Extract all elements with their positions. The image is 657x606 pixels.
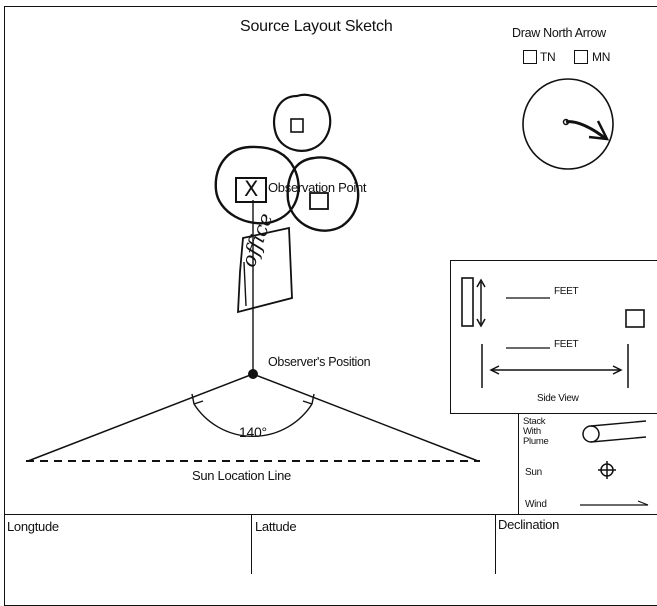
left-view-line — [27, 373, 254, 462]
source-layout-sheet: Source Layout Sketch Draw North Arrow TN… — [4, 6, 657, 606]
latitude-label: Lattude — [255, 519, 297, 534]
angle-arc — [191, 393, 315, 437]
mn-label: MN — [592, 50, 611, 64]
handwritten-x-marker: X — [244, 177, 259, 201]
feet-label-1: FEET — [554, 286, 579, 297]
observer-position-label: Observer's Position — [268, 355, 371, 369]
side-view-drawing — [461, 277, 645, 388]
building-rect — [625, 309, 645, 328]
page-title: Source Layout Sketch — [240, 18, 393, 35]
field-divider-1 — [251, 514, 252, 574]
tree-sketch-left — [214, 145, 300, 225]
declination-label: Declination — [498, 517, 560, 532]
tn-label: TN — [540, 50, 556, 64]
field-divider-2 — [495, 514, 496, 574]
stack-plume-icon — [582, 420, 647, 443]
observation-marker-box — [235, 177, 267, 203]
legend-panel — [518, 413, 657, 515]
tn-checkbox[interactable] — [523, 50, 537, 64]
longitude-field[interactable] — [8, 536, 248, 566]
latitude-field[interactable] — [256, 536, 491, 566]
north-arrow-compass — [522, 78, 614, 170]
observation-point-label: Observation Point — [268, 180, 367, 195]
legend-symbols — [580, 420, 649, 506]
wind-arrow-icon — [580, 500, 649, 506]
feet-label-2: FEET — [554, 339, 579, 350]
sketch-drawing — [26, 78, 614, 462]
stack-rect — [461, 277, 474, 327]
mn-checkbox[interactable] — [574, 50, 588, 64]
angle-label: 140° — [239, 424, 267, 440]
stack-plume-label: Stack With Plume — [523, 416, 549, 447]
right-view-line — [252, 373, 479, 462]
coordinates-row — [4, 514, 657, 575]
sun-location-line-label: Sun Location Line — [192, 468, 291, 483]
north-arrow-label: Draw North Arrow — [512, 26, 606, 40]
declination-field[interactable] — [500, 536, 650, 566]
sun-icon — [598, 461, 616, 479]
sun-legend-label: Sun — [525, 467, 542, 478]
tree-sketch-right — [286, 156, 360, 232]
tree-sketch-top — [272, 93, 332, 152]
wind-legend-label: Wind — [525, 499, 547, 510]
longitude-label: Longtude — [7, 519, 59, 534]
side-view-caption: Side View — [537, 393, 579, 404]
office-building-sketch — [237, 226, 293, 314]
